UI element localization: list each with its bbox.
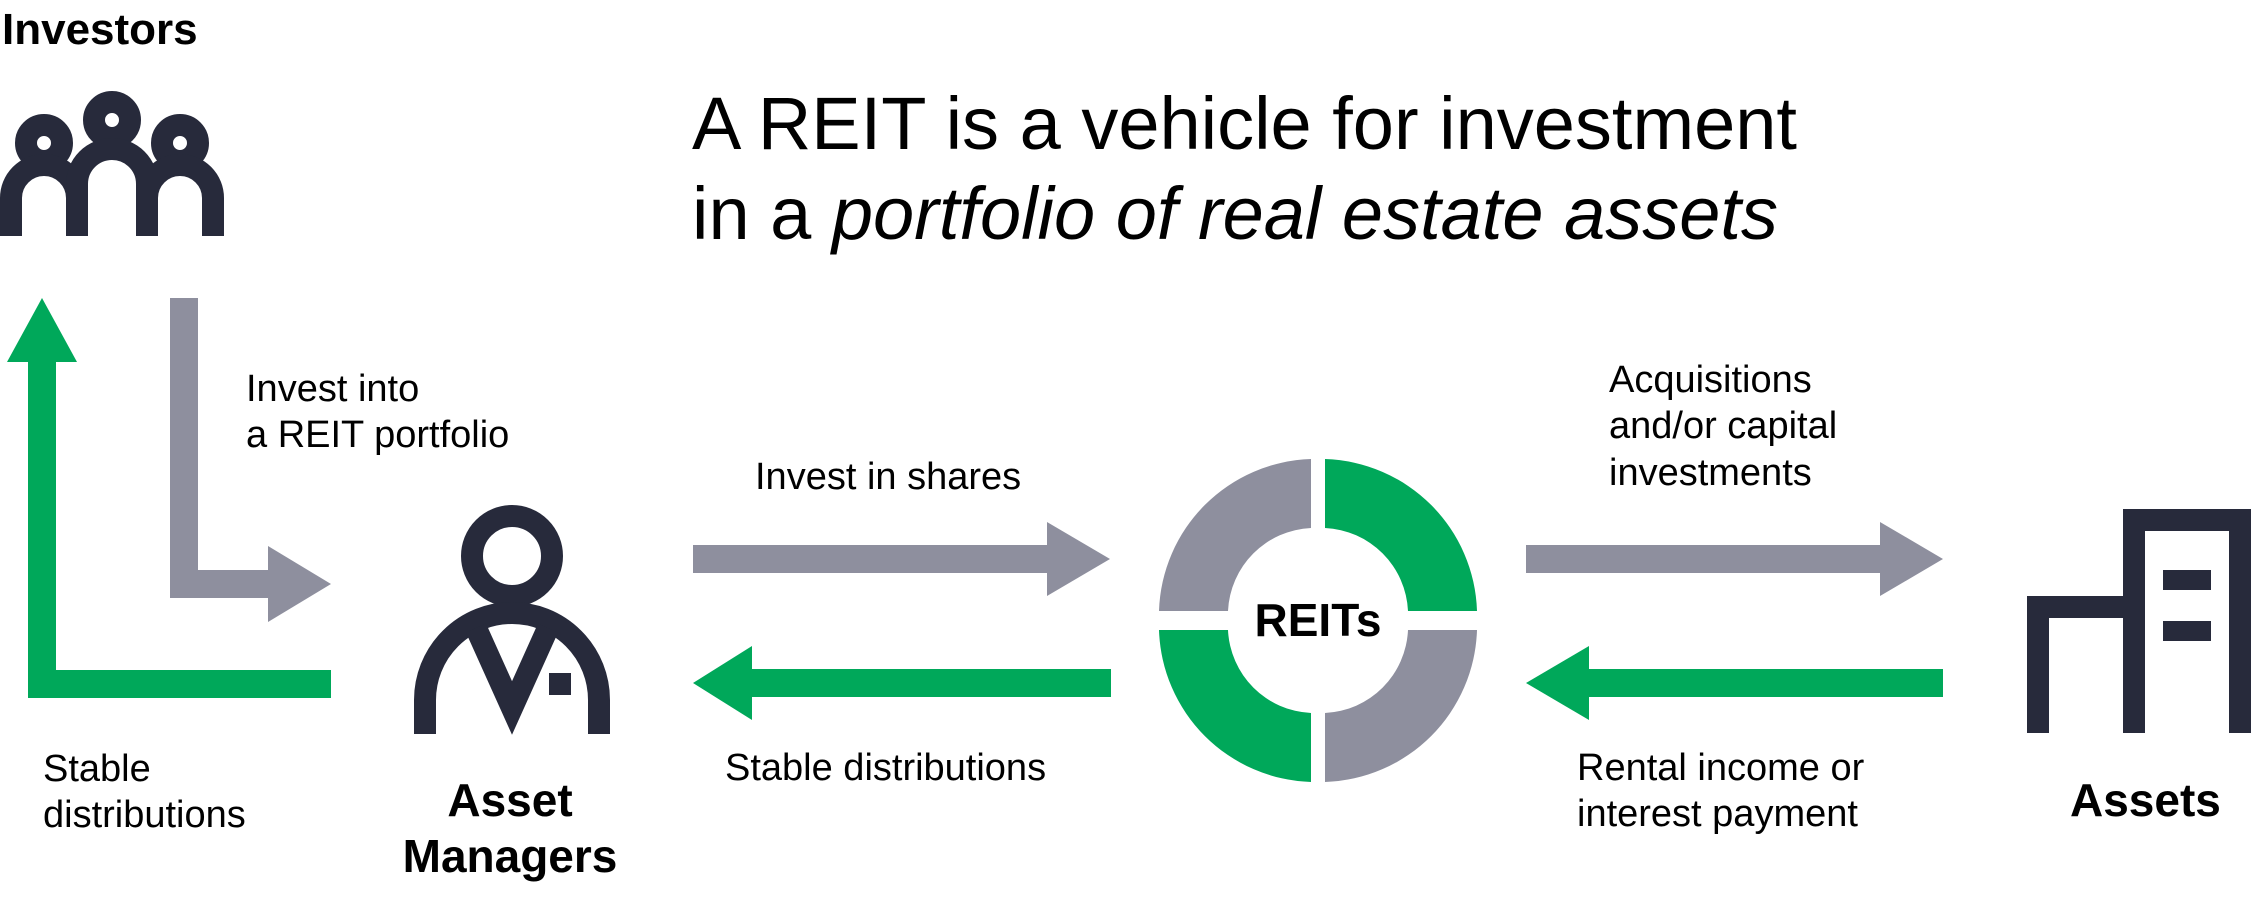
- reits-donut-icon: [1159, 459, 1477, 782]
- stable-distributions-mid-arrow: [693, 646, 1111, 720]
- invest-into-line-1: Invest into: [246, 368, 420, 410]
- rental-income-arrow: [1526, 646, 1943, 720]
- stable-distributions-left-label: Stable distributions: [43, 746, 246, 839]
- stable-distributions-left-arrow: [7, 298, 331, 698]
- donut-segment-top-right: [1325, 459, 1477, 611]
- asset-managers-label: Asset Managers: [385, 772, 635, 884]
- invest-into-portfolio-label: Invest into a REIT portfolio: [246, 366, 509, 459]
- stable-distributions-mid-label: Stable distributions: [725, 747, 1047, 789]
- title-line-2-emphasis: portfolio of real estate assets: [831, 172, 1778, 256]
- building-window-top: [2163, 570, 2211, 590]
- page-title: A REIT is a vehicle for investment in a …: [692, 79, 1797, 260]
- assets-building-icon: [2027, 509, 2251, 733]
- invest-into-line-2: a REIT portfolio: [246, 414, 510, 457]
- rental-income-label: Rental income or interest payment: [1577, 745, 1864, 838]
- invest-in-shares-label: Invest in shares: [755, 456, 1022, 498]
- title-line-2-prefix: in a: [692, 172, 832, 256]
- building-window-bottom: [2163, 621, 2211, 641]
- investors-icon: [0, 91, 224, 236]
- title-line-1: A REIT is a vehicle for investment: [692, 82, 1797, 165]
- rental-line-2: interest payment: [1577, 793, 1858, 836]
- acquisitions-arrow: [1526, 522, 1943, 596]
- investors-label: Investors: [2, 5, 198, 54]
- rental-line-1: Rental income or: [1577, 747, 1865, 789]
- asset-managers-line-1: Asset: [447, 774, 573, 826]
- invest-in-shares-arrow: [693, 522, 1110, 596]
- acquisitions-line-3: investments: [1609, 451, 1812, 494]
- donut-segment-bottom-right: [1325, 630, 1477, 782]
- title-line-2: in a portfolio of real estate assets: [692, 169, 1797, 259]
- asset-managers-line-2: Managers: [402, 830, 618, 883]
- pocket-square: [549, 673, 571, 695]
- stable-dist-left-line-1: Stable: [43, 748, 151, 790]
- acquisitions-line-1: Acquisitions: [1609, 359, 1812, 401]
- assets-label: Assets: [2070, 774, 2221, 826]
- acquisitions-label: Acquisitions and/or capital investments: [1609, 357, 1837, 496]
- invest-into-portfolio-arrow: [170, 298, 331, 622]
- acquisitions-line-2: and/or capital: [1609, 405, 1838, 448]
- reits-label: REITs: [1254, 594, 1382, 646]
- stable-dist-left-line-2: distributions: [43, 794, 246, 837]
- donut-segment-top-left: [1159, 459, 1311, 611]
- asset-manager-icon: [414, 505, 610, 735]
- donut-segment-bottom-left: [1159, 630, 1311, 782]
